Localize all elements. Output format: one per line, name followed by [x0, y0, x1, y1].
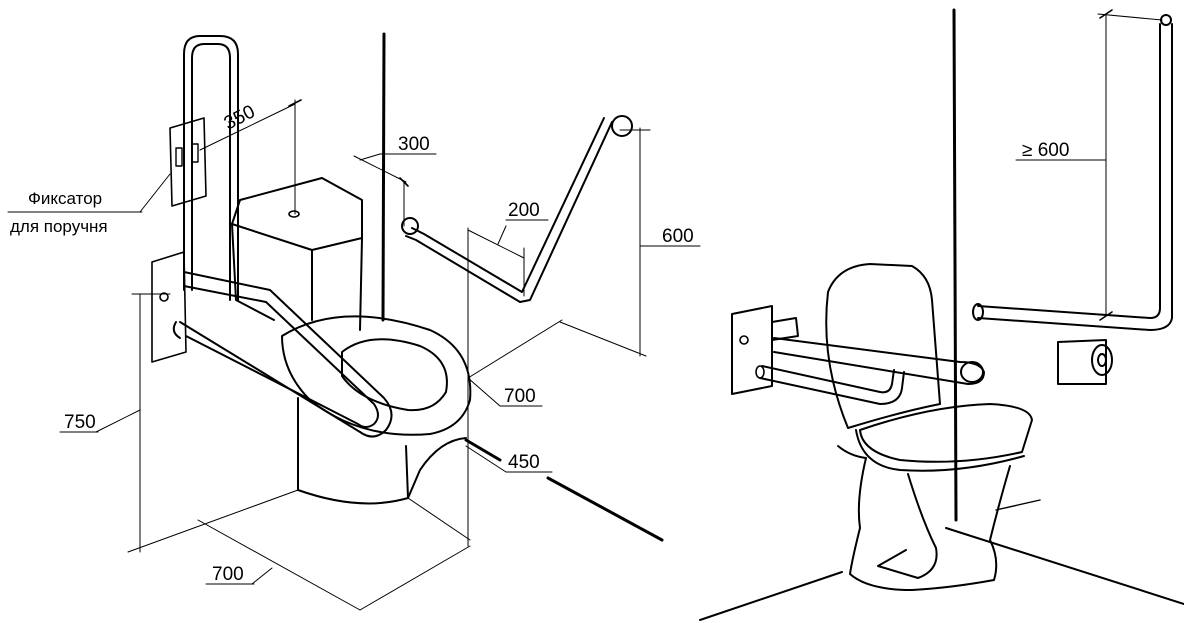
fixator-latch-right — [191, 143, 199, 163]
left-wall-corner-line — [381, 32, 386, 322]
toilet-pedestal — [297, 397, 467, 505]
dim-200-leader — [497, 225, 507, 245]
paper-holder-box — [1057, 339, 1107, 385]
right-toilet-hinge — [837, 445, 867, 459]
wall-rail-end-flange — [972, 303, 984, 321]
dim-450-leader — [465, 445, 507, 473]
right-floor-line-right — [945, 527, 1184, 605]
right-rail-wall-plate — [731, 305, 773, 395]
floor-dim-back-left — [127, 489, 299, 553]
fixator-leader — [139, 173, 171, 213]
floor-dim-front — [359, 545, 471, 611]
cistern-top-edge — [231, 223, 363, 251]
right-floor-line-back — [995, 499, 1041, 511]
right-rail-hinge — [771, 317, 799, 341]
dim-ge600-ext-top — [1097, 13, 1163, 21]
fixator-latch-left — [175, 147, 183, 167]
vertical-handrail-inner — [191, 43, 231, 301]
right-figure: ≥ 600 — [699, 8, 1184, 621]
toilet-seat-outer — [281, 315, 472, 436]
side-rail-inner — [183, 285, 379, 428]
right-side-rail-top — [773, 337, 985, 385]
right-rail-bolt-icon — [739, 335, 749, 345]
grab-bar-upper-flange — [611, 115, 633, 137]
cistern-front-left — [231, 223, 275, 321]
dim-700-right-label: 700 — [504, 386, 536, 407]
grab-bar-outer — [405, 121, 613, 303]
dim-350-line — [199, 103, 296, 151]
toilet-lid — [859, 403, 1033, 463]
rail-wall-plate — [151, 251, 187, 363]
dim-200-line — [467, 229, 525, 259]
wall-rail-outer — [977, 23, 1161, 319]
dim-ge600-label: ≥ 600 — [1022, 140, 1069, 161]
dim-300-leader — [359, 153, 381, 161]
grab-bar-inner — [411, 117, 605, 293]
grab-bar-lower-flange — [401, 217, 419, 235]
toilet-seat-rim — [855, 429, 1025, 472]
dim-700-bottom-leader — [251, 567, 273, 585]
paper-roll-icon — [1091, 344, 1113, 376]
backrest-outline — [825, 263, 941, 429]
dim-350-label: 350 — [221, 101, 259, 134]
fixator-label-line2: для поручня — [10, 217, 108, 236]
rail-bolt-icon — [159, 292, 169, 302]
fixator-label-line1: Фиксатор — [28, 189, 102, 208]
dim-ge600-tick-top — [1099, 9, 1113, 19]
dim-700-bottom-line — [197, 519, 361, 611]
dim-300-line — [353, 155, 407, 183]
floor-edge-line — [546, 476, 664, 542]
floor-edge-line-short — [464, 438, 502, 462]
dim-700-right-leader — [467, 377, 501, 407]
right-toilet-pedestal — [849, 457, 1011, 591]
dim-300-label: 300 — [398, 134, 430, 155]
dim-600-label: 600 — [662, 226, 694, 247]
right-wall-corner-line — [952, 8, 958, 522]
right-side-rail-lower-outer — [761, 365, 895, 394]
side-rail-end — [172, 321, 181, 339]
right-floor-line-left — [699, 571, 843, 621]
left-figure: 350 300 200 600 700 450 7 — [7, 32, 701, 611]
vertical-handrail-outer — [183, 35, 239, 301]
dim-200-label: 200 — [508, 200, 540, 221]
right-toilet-trap — [877, 473, 938, 579]
side-rail-outer — [179, 271, 393, 438]
toilet-pedestal-edge — [405, 445, 409, 499]
dim-750-leader — [95, 409, 141, 433]
dim-350-tick — [288, 99, 302, 107]
right-side-rail-lower-inner — [759, 371, 905, 405]
dim-700-right-diagonal — [467, 319, 563, 379]
right-rail-end-cap — [960, 361, 984, 383]
dim-700-bottom-label: 700 — [212, 564, 244, 585]
floor-dim-pedestal — [407, 497, 471, 541]
paper-roll-core — [1097, 353, 1107, 367]
toilet-seat-opening — [341, 338, 448, 412]
dim-ge600-tick-bottom — [1099, 311, 1113, 321]
cistern-outline — [231, 177, 363, 331]
dim-600-ext-bottom — [559, 321, 647, 357]
flush-button-icon — [288, 210, 300, 218]
dim-750-label: 750 — [64, 412, 96, 433]
right-rail-lower-end — [755, 365, 765, 379]
handrail-fixator-bracket — [169, 117, 207, 207]
wall-rail-inner — [977, 23, 1173, 331]
dim-450-label: 450 — [508, 452, 540, 473]
